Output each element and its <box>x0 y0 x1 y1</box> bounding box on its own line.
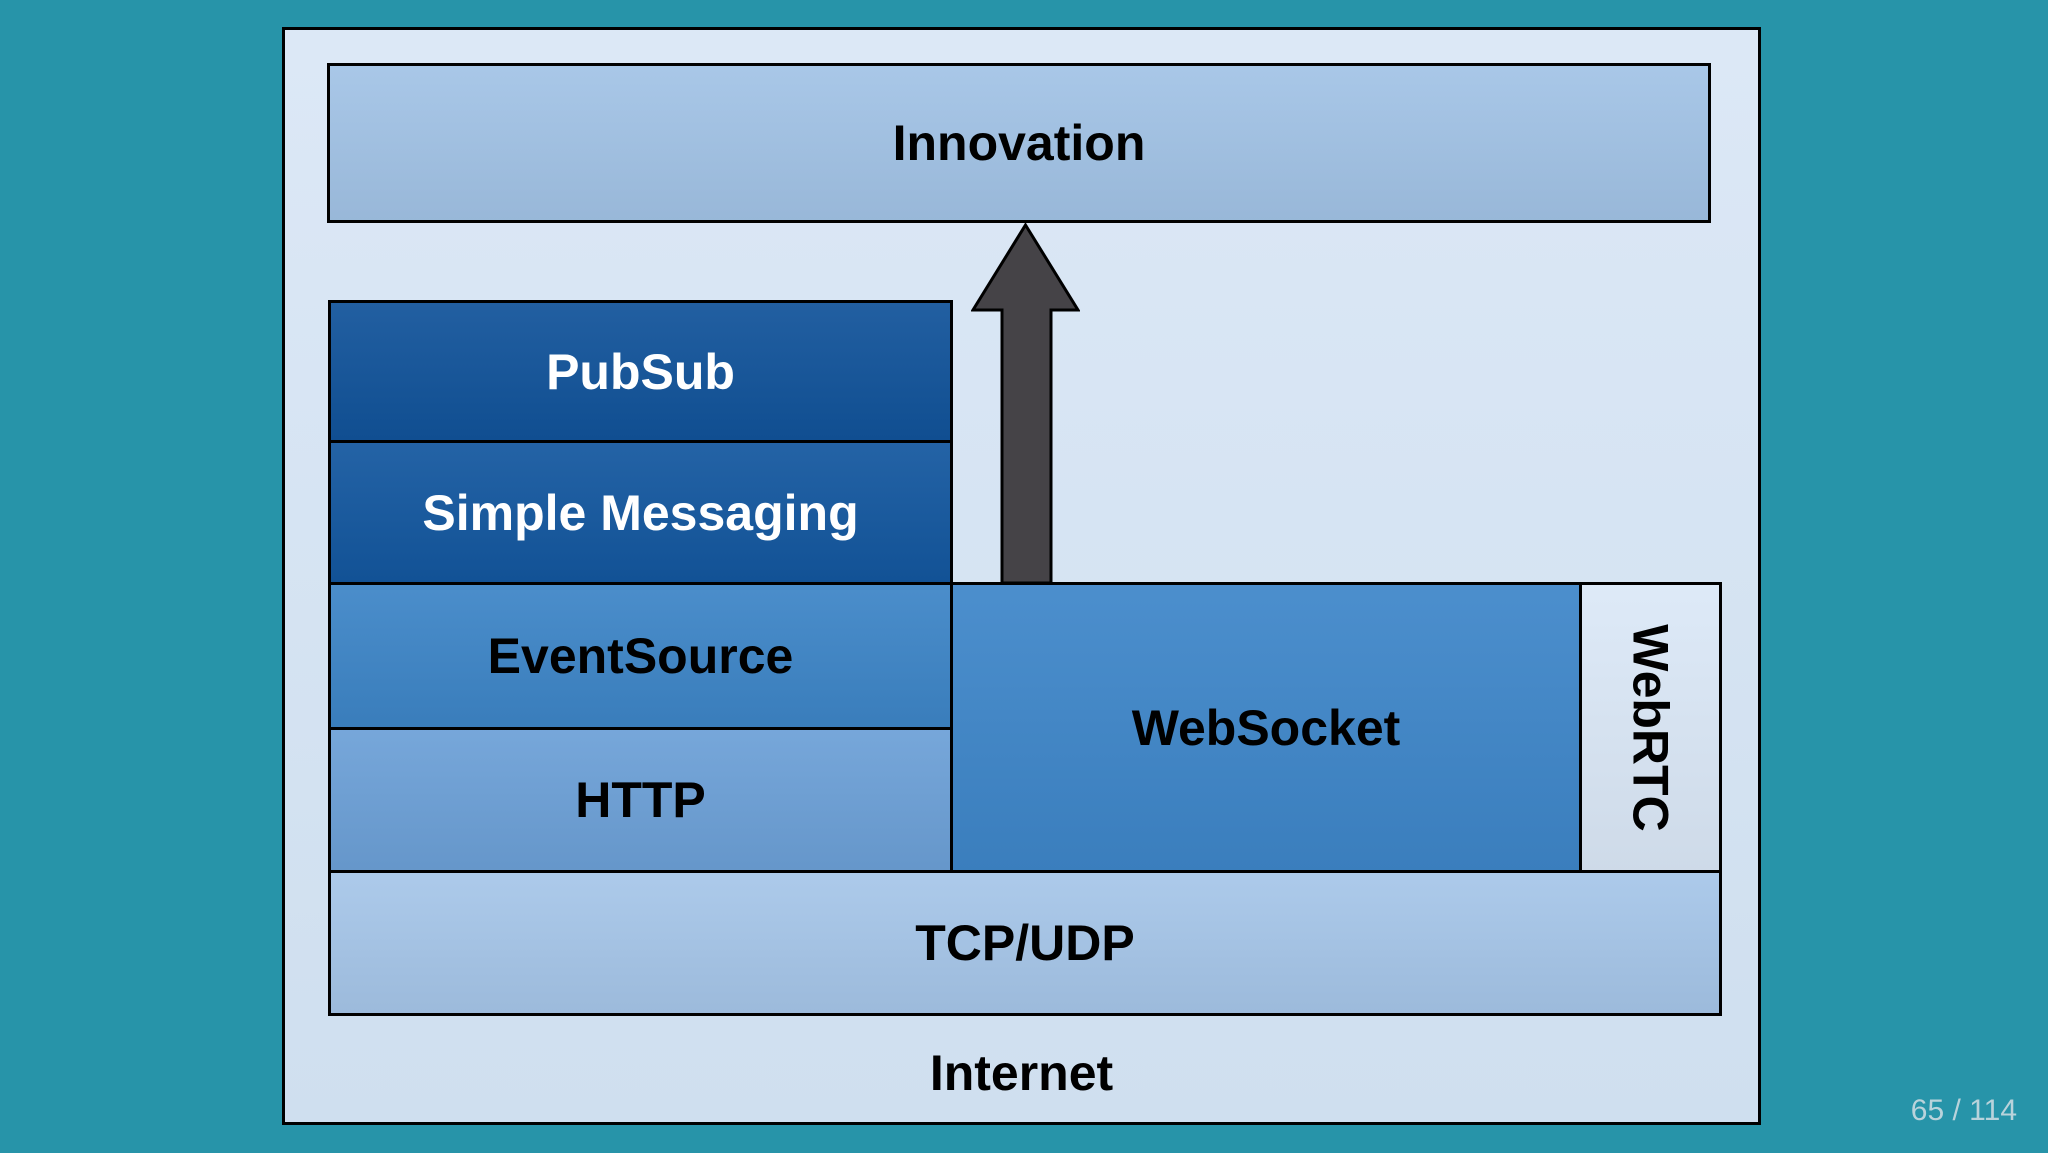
simple-messaging-label: Simple Messaging <box>422 484 859 541</box>
innovation-box: Innovation <box>327 63 1711 223</box>
webrtc-label: WebRTC <box>1622 623 1679 832</box>
http-label: HTTP <box>575 772 706 828</box>
internet-label: Internet <box>929 1044 1114 1101</box>
tcp-udp-box: TCP/UDP <box>328 870 1722 1016</box>
eventsource-box: EventSource <box>328 582 953 730</box>
http-box: HTTP <box>328 727 953 873</box>
tcp-udp-label: TCP/UDP <box>915 915 1135 971</box>
internet-box: Innovation PubSub Simple Messaging Event… <box>282 27 1761 1125</box>
websocket-label: WebSocket <box>1131 699 1401 756</box>
innovation-label: Innovation <box>892 115 1146 171</box>
pubsub-box: PubSub <box>328 300 953 443</box>
pubsub-label: PubSub <box>546 343 735 400</box>
simple-messaging-box: Simple Messaging <box>328 440 953 585</box>
eventsource-label: EventSource <box>487 628 794 684</box>
webrtc-box: WebRTC <box>1579 582 1722 873</box>
websocket-box: WebSocket <box>950 582 1582 873</box>
page-number: 65 / 114 <box>1910 1094 2017 1127</box>
internet-label-row: Internet <box>285 1020 1758 1125</box>
up-arrow-icon <box>970 222 1081 585</box>
